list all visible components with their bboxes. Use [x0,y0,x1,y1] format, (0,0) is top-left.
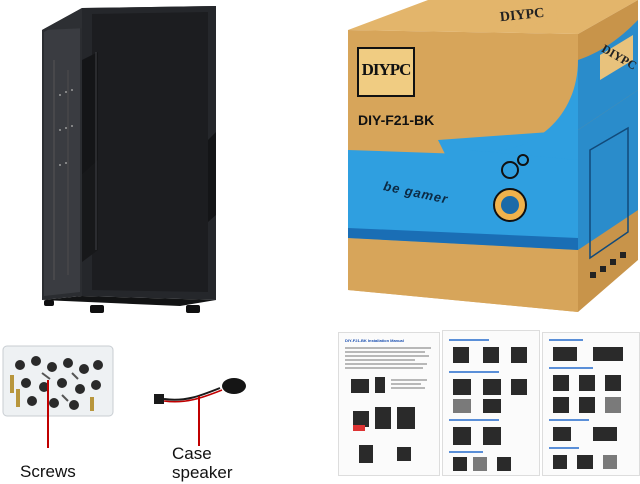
screws-bag-photo [2,345,114,417]
pc-case-illustration [42,6,216,313]
screws-pointer-line [47,380,49,448]
retail-box-photo: DIYPC DIYPC DIYPC DIY-F21-BK be gamer [338,0,639,318]
manual-page-2 [442,330,540,476]
case-speaker-label: Case speaker [172,444,232,482]
manual-page-3 [542,332,640,476]
case-speaker-label-line1: Case [172,444,212,463]
box-brand-logo: DIYPC [361,60,412,79]
case-speaker-photo [150,376,250,412]
manual-page-1: DIY-F21-BK Installation Manual [338,332,440,476]
retail-box-illustration [348,0,638,312]
screws-bag-illustration [2,345,114,417]
speaker-pointer-line [198,396,200,446]
case-speaker-label-line2: speaker [172,463,233,482]
pc-case-photo [30,0,230,318]
box-model-text: DIY-F21-BK [358,112,435,128]
screws-label: Screws [20,462,76,481]
case-speaker-illustration [154,378,246,404]
manual-title: DIY-F21-BK Installation Manual [345,338,404,343]
installation-manual-photo: DIY-F21-BK Installation Manual [338,330,640,476]
